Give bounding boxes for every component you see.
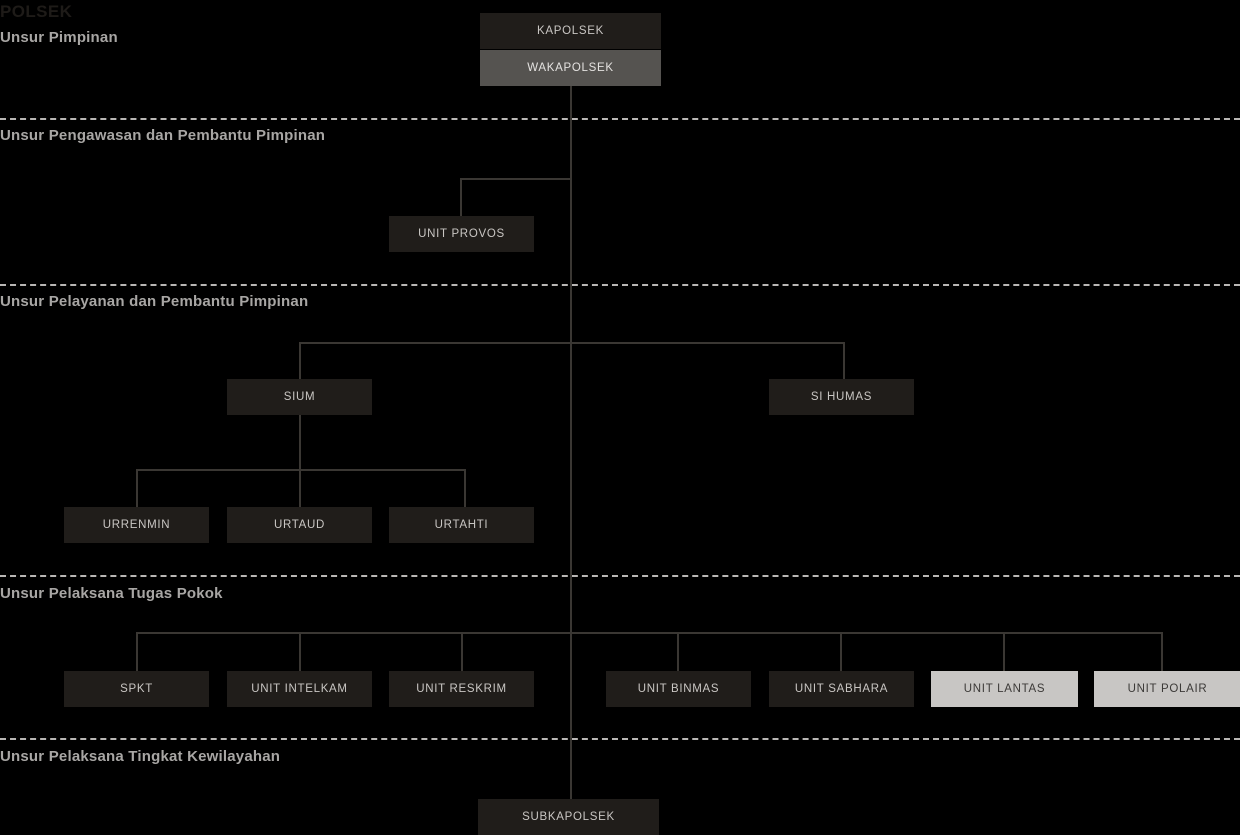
node-subkapolsek[interactable]: SUBKAPOLSEK bbox=[478, 799, 659, 835]
node-urrenmin[interactable]: URRENMIN bbox=[64, 507, 209, 543]
section-label-unsur-pengawasan: Unsur Pengawasan dan Pembantu Pimpinan bbox=[0, 127, 326, 144]
trunk-line-main bbox=[570, 86, 572, 800]
node-unit-intelkam[interactable]: UNIT INTELKAM bbox=[227, 671, 372, 707]
node-unit-lantas[interactable]: UNIT LANTAS bbox=[931, 671, 1078, 707]
node-unit-polair[interactable]: UNIT POLAIR bbox=[1094, 671, 1240, 707]
node-urtaud[interactable]: URTAUD bbox=[227, 507, 372, 543]
section-label-unsur-pelaksana-kewilayahan: Unsur Pelaksana Tingkat Kewilayahan bbox=[0, 748, 281, 765]
section-label-unsur-pelayanan: Unsur Pelayanan dan Pembantu Pimpinan bbox=[0, 293, 309, 310]
node-wakapolsek[interactable]: WAKAPOLSEK bbox=[480, 50, 661, 86]
node-spkt[interactable]: SPKT bbox=[64, 671, 209, 707]
node-unit-provos[interactable]: UNIT PROVOS bbox=[389, 216, 534, 252]
connector-lantas-vertical bbox=[1003, 632, 1005, 671]
connector-reskrim-vertical bbox=[461, 632, 463, 671]
node-si-humas[interactable]: SI HUMAS bbox=[769, 379, 914, 415]
connector-provos-vertical bbox=[460, 178, 462, 216]
section-divider-4 bbox=[0, 738, 1240, 740]
connector-urtahti-vertical bbox=[464, 469, 466, 507]
node-unit-reskrim[interactable]: UNIT RESKRIM bbox=[389, 671, 534, 707]
page-title: POLSEK bbox=[0, 2, 73, 21]
section-divider-2 bbox=[0, 284, 1240, 286]
connector-intelkam-vertical bbox=[299, 632, 301, 671]
connector-spkt-vertical bbox=[136, 632, 138, 671]
connector-sabhara-vertical bbox=[840, 632, 842, 671]
connector-sium-children-horizontal bbox=[136, 469, 466, 471]
section-divider-3 bbox=[0, 575, 1240, 577]
connector-sium-humas-horizontal bbox=[299, 342, 845, 344]
connector-sium-vertical bbox=[299, 342, 301, 379]
connector-polair-vertical bbox=[1161, 632, 1163, 671]
connector-pelaksana-horizontal bbox=[136, 632, 1163, 634]
node-kapolsek[interactable]: KAPOLSEK bbox=[480, 13, 661, 49]
node-unit-sabhara[interactable]: UNIT SABHARA bbox=[769, 671, 914, 707]
connector-si-humas-vertical bbox=[843, 342, 845, 379]
connector-urrenmin-vertical bbox=[136, 469, 138, 507]
section-label-unsur-pelaksana-tugas: Unsur Pelaksana Tugas Pokok bbox=[0, 585, 223, 602]
node-sium[interactable]: SIUM bbox=[227, 379, 372, 415]
connector-sium-down bbox=[299, 415, 301, 507]
section-label-unsur-pimpinan: Unsur Pimpinan bbox=[0, 29, 118, 46]
node-unit-binmas[interactable]: UNIT BINMAS bbox=[606, 671, 751, 707]
connector-binmas-vertical bbox=[677, 632, 679, 671]
connector-provos-horizontal bbox=[460, 178, 572, 180]
section-divider-1 bbox=[0, 118, 1240, 120]
node-urtahti[interactable]: URTAHTI bbox=[389, 507, 534, 543]
